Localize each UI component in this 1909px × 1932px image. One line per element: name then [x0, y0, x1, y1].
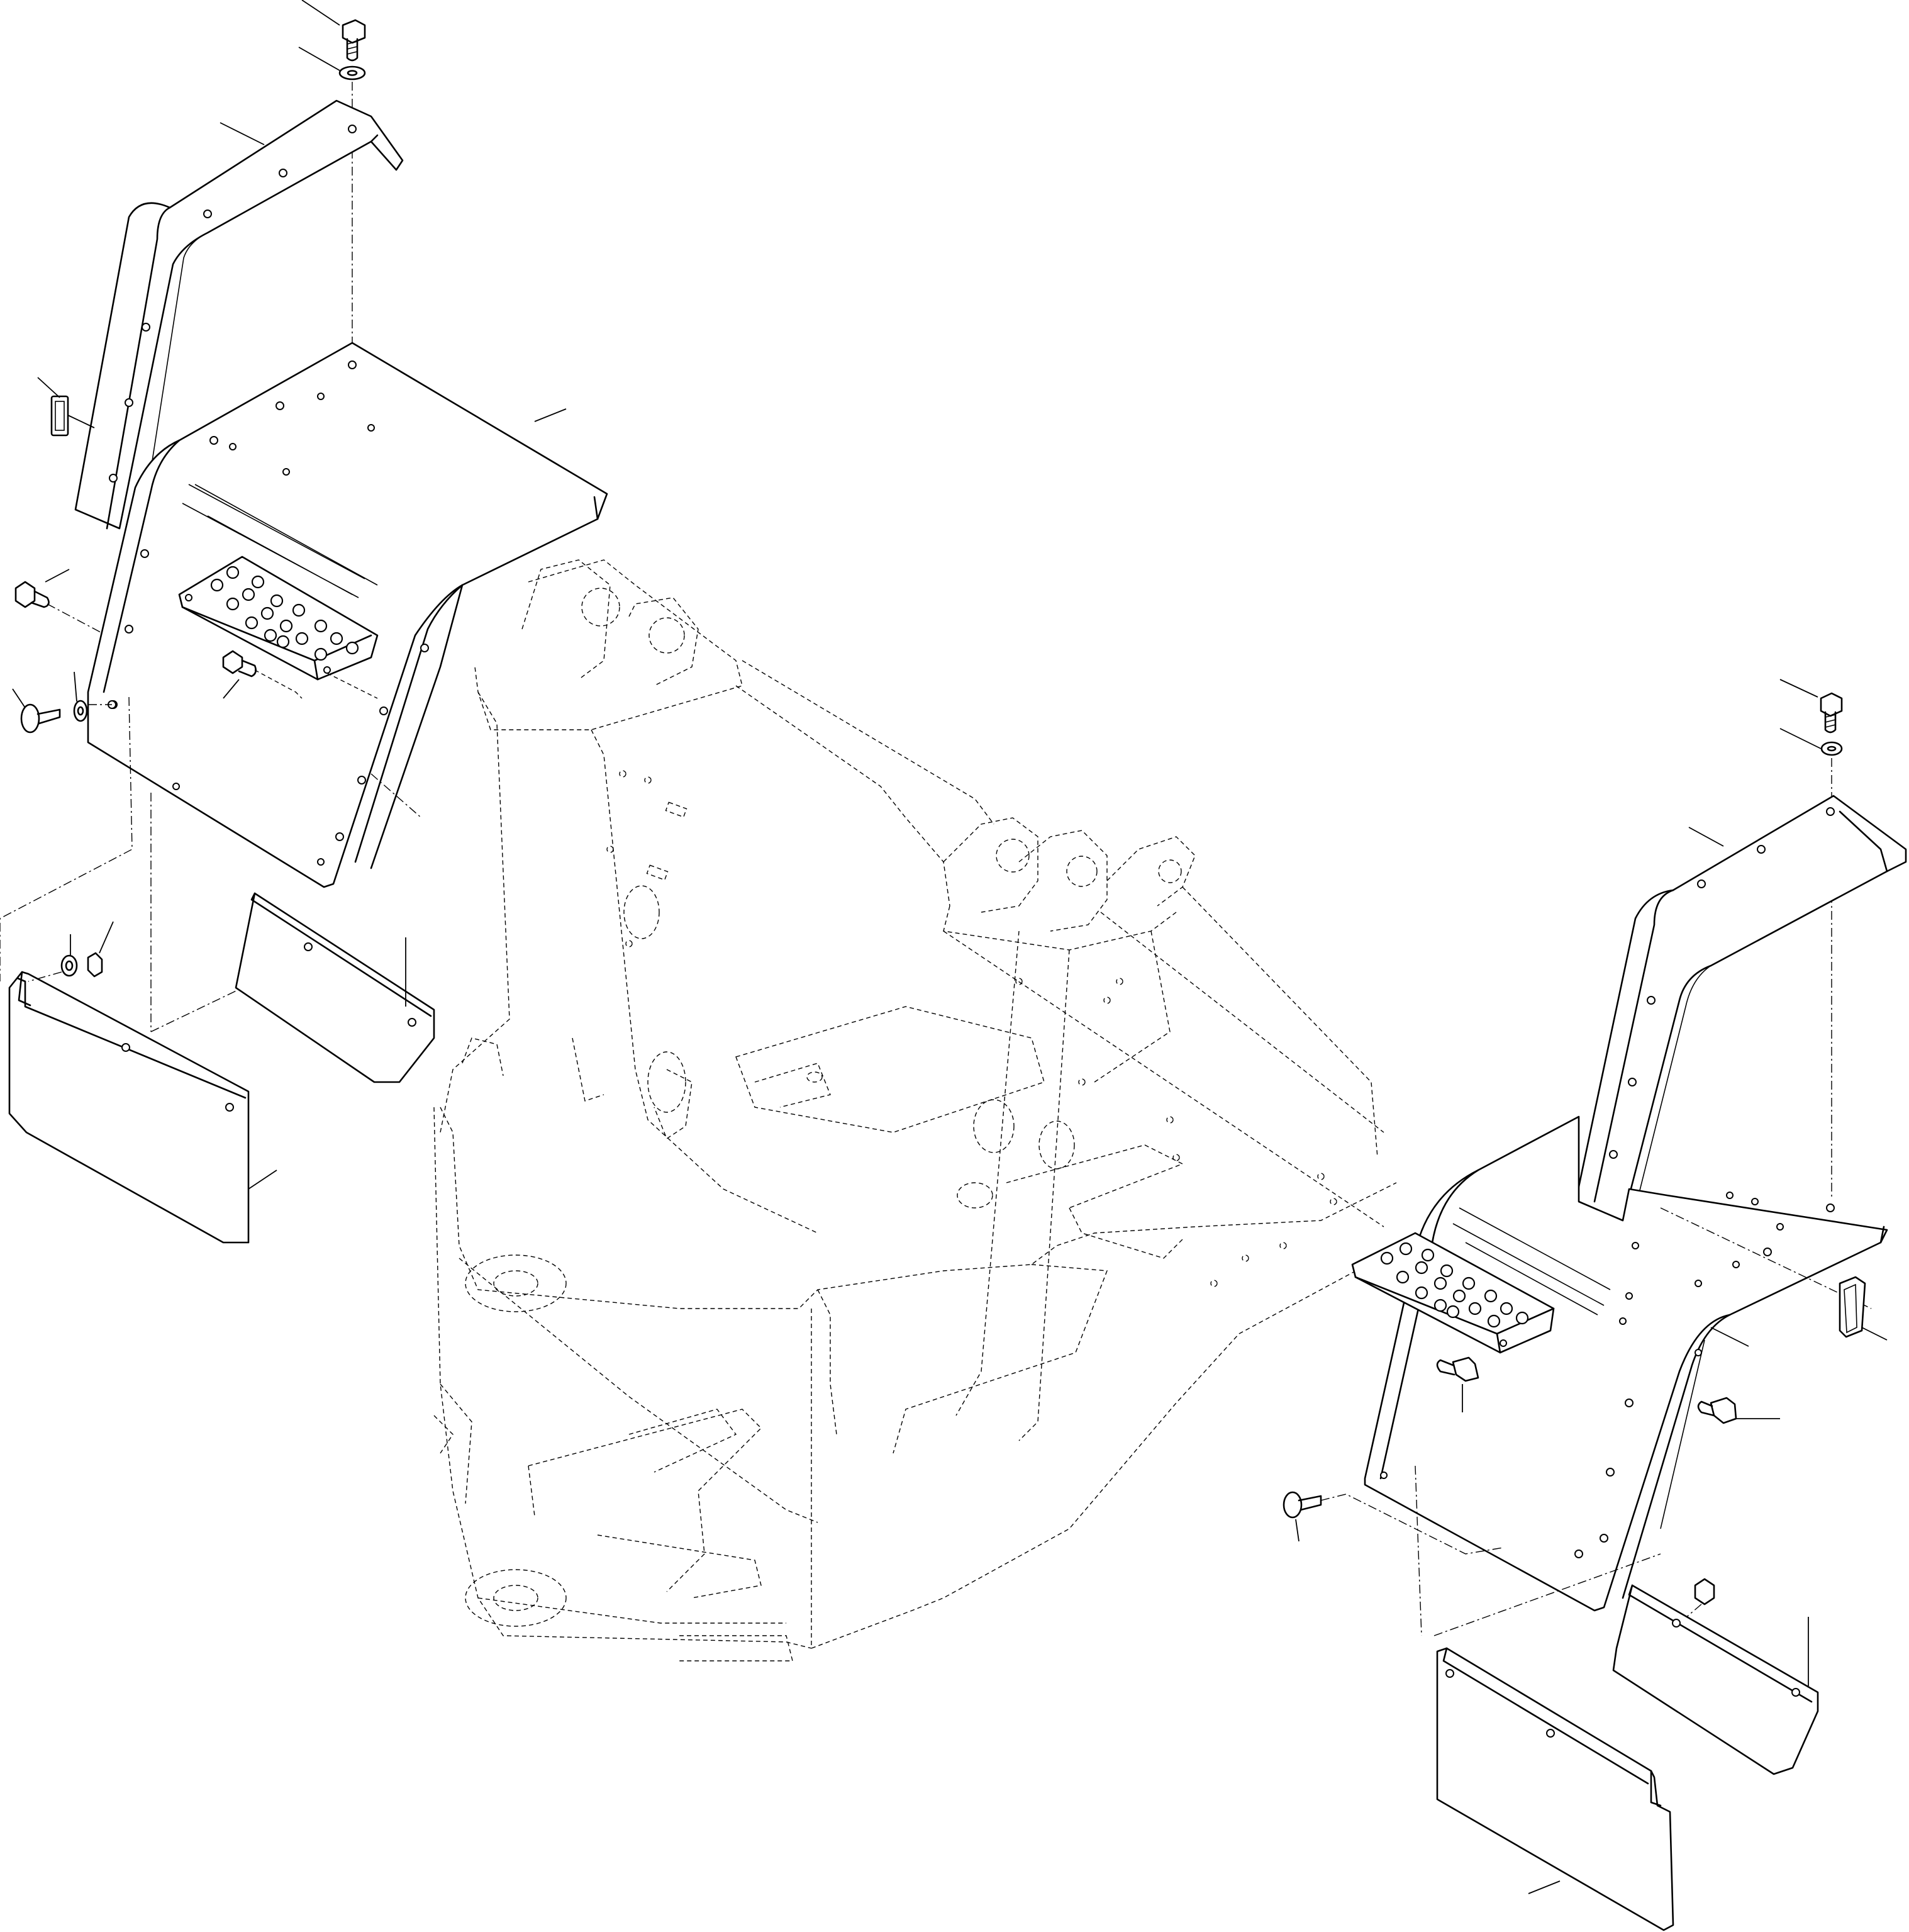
left-fender-icon	[87, 342, 608, 888]
right-fender-icon	[1574, 795, 1907, 1222]
left-fender-icon	[74, 99, 404, 530]
mudflap-icon	[1612, 1584, 1819, 1775]
mudflap-icon	[235, 892, 435, 1083]
step-plate-icon	[178, 556, 379, 699]
front-frame-icon	[433, 559, 1403, 1661]
bolt-icon	[342, 19, 366, 62]
washer-icon	[338, 65, 366, 81]
mudflap-icon	[8, 971, 277, 1244]
washer-icon	[1779, 728, 1843, 756]
reflector-icon	[37, 377, 95, 437]
washer-icon	[60, 934, 78, 977]
reflector-icon	[1839, 1276, 1888, 1341]
washer-icon	[73, 671, 88, 722]
bolt-icon	[14, 569, 101, 633]
mudflap-icon	[1436, 1647, 1674, 1931]
rivet-icon	[1283, 1491, 1504, 1555]
right-fender-icon	[1364, 1115, 1888, 1612]
bolt-icon	[1436, 1356, 1479, 1412]
rivet-icon	[12, 688, 61, 734]
bolt-icon	[1779, 679, 1843, 734]
bolt-icon	[222, 650, 303, 699]
step-plate-icon	[1351, 1232, 1555, 1354]
nut-icon	[28, 921, 114, 982]
bolt-icon	[1697, 1397, 1780, 1424]
